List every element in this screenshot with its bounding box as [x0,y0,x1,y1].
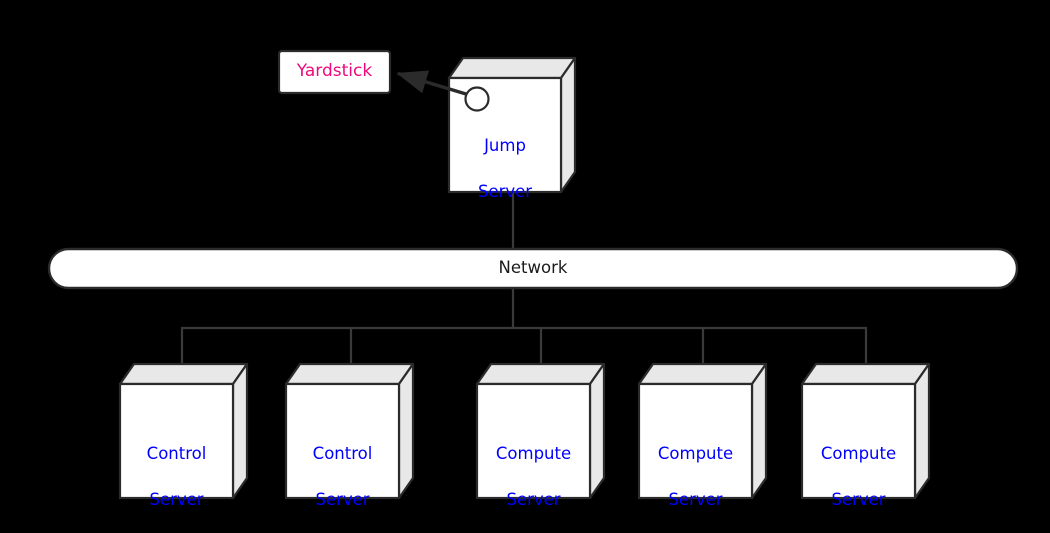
server-side-face [397,362,415,500]
server-node[interactable] [475,362,606,500]
server-top-face [118,362,249,386]
server-node[interactable] [284,362,415,500]
server-side-face [588,362,606,500]
server-top-face [637,362,768,386]
server-top-face [284,362,415,386]
jump-server-port-icon [464,86,490,112]
server-side-face [231,362,249,500]
yardstick-connection-arrow [396,70,467,96]
server-top-face [475,362,606,386]
yardstick-box[interactable] [277,49,392,95]
server-side-face [913,362,931,500]
network-bar[interactable] [47,247,1019,290]
server-node[interactable] [637,362,768,500]
server-front-face [284,382,401,500]
server-front-face [475,382,592,500]
server-side-face [750,362,768,500]
server-node[interactable] [800,362,931,500]
server-front-face [118,382,235,500]
jump-server-node[interactable] [447,56,577,194]
jump-server-side-face [559,56,577,194]
server-front-face [637,382,754,500]
jump-server-top-face [447,56,577,80]
server-top-face [800,362,931,386]
server-front-face [800,382,917,500]
server-node[interactable] [118,362,249,500]
network-bus-lines [180,288,868,372]
jump-server-front-face [447,76,563,194]
